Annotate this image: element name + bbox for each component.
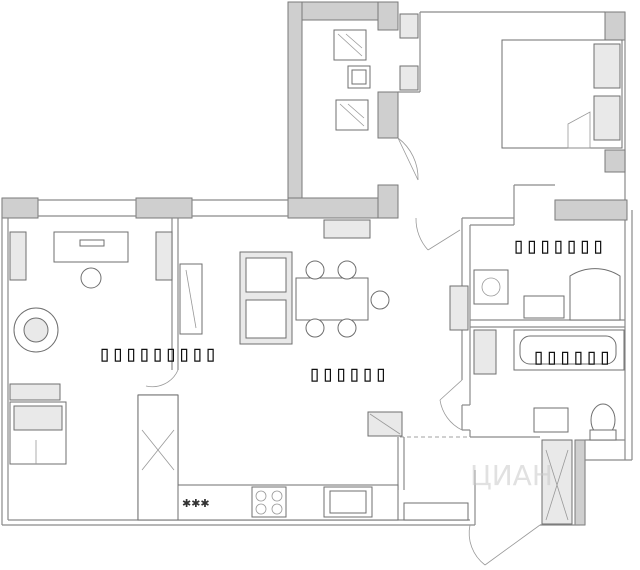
room-label-living: ▯▯▯▯▯▯ <box>308 362 388 387</box>
balcony-furniture <box>333 13 419 131</box>
room-label-wc: ▯▯▯▯▯▯ <box>532 345 612 370</box>
living-furniture <box>179 219 390 345</box>
doors <box>145 137 541 566</box>
room-label-bedroom: ▯▯▯▯▯▯▯▯▯ <box>98 342 218 367</box>
stove-marks: ✱✱✱ <box>182 497 210 510</box>
bathroom-fixtures <box>449 268 625 525</box>
watermark-text: ЦИАН <box>470 459 553 492</box>
room-label-bathroom: ▯▯▯▯▯▯▯ <box>512 234 605 259</box>
bedroom-furniture <box>9 231 179 521</box>
kitchen <box>177 411 469 521</box>
top-right-bed <box>501 39 623 149</box>
outer-walls <box>1 1 633 526</box>
